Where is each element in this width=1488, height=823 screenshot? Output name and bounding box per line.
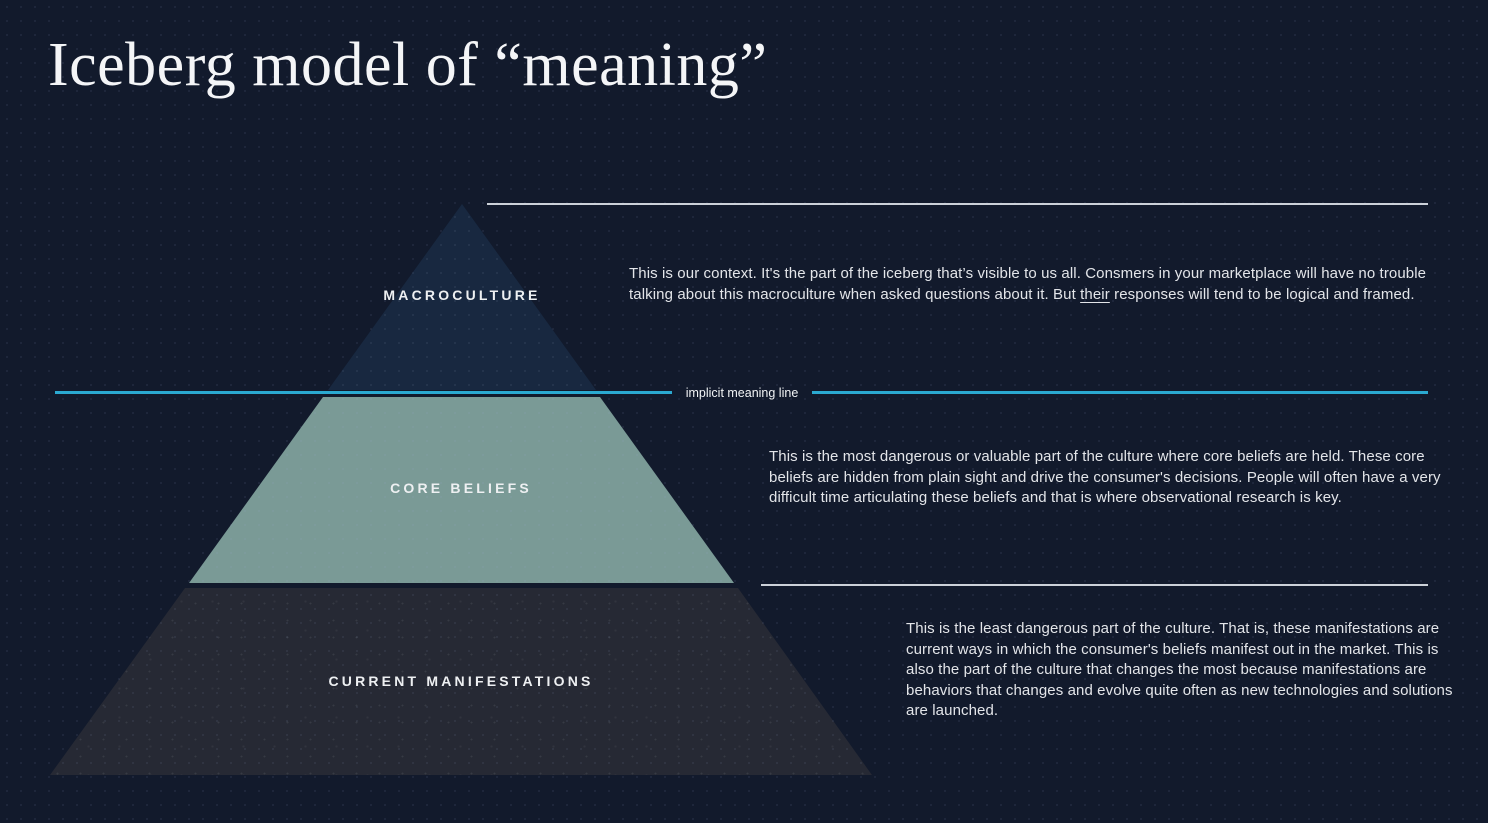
core-beliefs-label: CORE BELIEFS	[390, 480, 532, 496]
implicit-meaning-line-left	[55, 391, 672, 394]
macroculture-description-part2: responses will tend to be logical and fr…	[1109, 285, 1415, 303]
current-manifestations-description: This is the least dangerous part of the …	[906, 620, 1453, 720]
macroculture-label: MACROCULTURE	[383, 287, 541, 303]
current-manifestations-label: CURRENT MANIFESTATIONS	[328, 673, 594, 689]
implicit-meaning-line-right	[812, 391, 1428, 394]
middle-divider-line	[761, 584, 1428, 586]
macroculture-description: This is our context. It's the part of th…	[629, 264, 1447, 305]
implicit-meaning-line-label: implicit meaning line	[685, 386, 799, 400]
core-beliefs-description: This is the most dangerous or valuable p…	[769, 448, 1441, 507]
macroculture-description-underlined-word: their	[1080, 285, 1110, 303]
slide-title: Iceberg model of “meaning”	[48, 31, 768, 99]
macroculture-description-part1: This is our context. It's the part of th…	[629, 265, 1427, 303]
top-divider-line	[487, 203, 1428, 205]
